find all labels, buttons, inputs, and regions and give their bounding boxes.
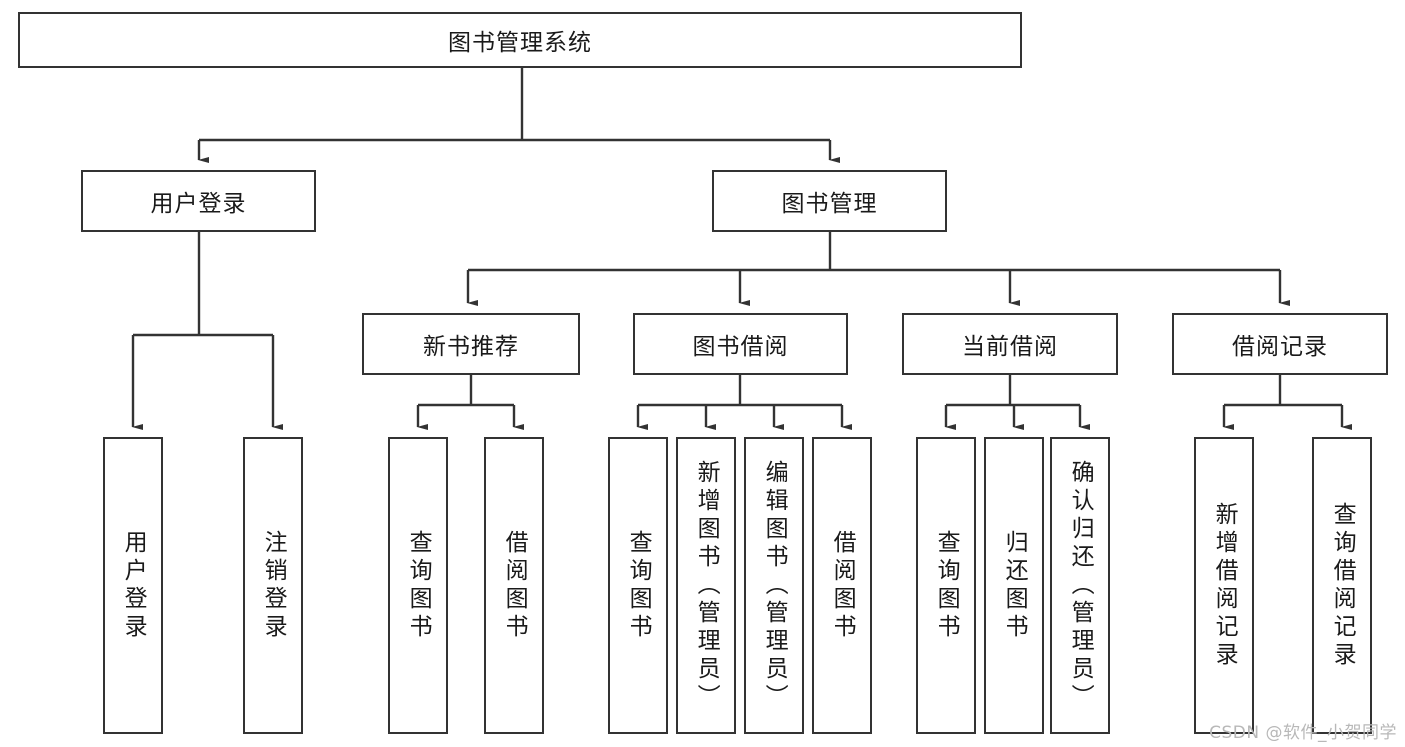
node-label: 借阅图书 xyxy=(501,529,528,642)
leaf-add-borrow-record[interactable]: 新增借阅记录 xyxy=(1194,437,1254,734)
node-root[interactable]: 图书管理系统 xyxy=(18,12,1022,68)
node-book-borrow[interactable]: 图书借阅 xyxy=(633,313,848,375)
leaf-query-book-current[interactable]: 查询图书 xyxy=(916,437,976,734)
node-user-login[interactable]: 用户登录 xyxy=(81,170,316,232)
node-label: 用户登录 xyxy=(150,191,247,217)
node-label: 查询图书 xyxy=(405,529,432,642)
leaf-add-book-admin[interactable]: 新增图书（管理员） xyxy=(676,437,736,734)
leaf-edit-book-admin[interactable]: 编辑图书（管理员） xyxy=(744,437,804,734)
leaf-query-book-borrow[interactable]: 查询图书 xyxy=(608,437,668,734)
leaf-logout[interactable]: 注销登录 xyxy=(243,437,303,734)
node-label: 确认归还（管理员） xyxy=(1067,459,1094,712)
node-label: 新增借阅记录 xyxy=(1211,501,1238,670)
node-label: 查询图书 xyxy=(625,529,652,642)
node-new-book-recommend[interactable]: 新书推荐 xyxy=(362,313,580,375)
node-label: 用户登录 xyxy=(120,529,147,642)
node-label: 当前借阅 xyxy=(962,334,1058,360)
watermark: CSDN @软件_小贺同学 xyxy=(1209,723,1397,743)
leaf-confirm-return-admin[interactable]: 确认归还（管理员） xyxy=(1050,437,1110,734)
node-current-borrow[interactable]: 当前借阅 xyxy=(902,313,1118,375)
leaf-borrow-book[interactable]: 借阅图书 xyxy=(812,437,872,734)
leaf-return-book[interactable]: 归还图书 xyxy=(984,437,1044,734)
node-label: 借阅图书 xyxy=(829,529,856,642)
node-label: 图书借阅 xyxy=(692,334,789,360)
node-label: 编辑图书（管理员） xyxy=(761,459,788,712)
node-borrow-record[interactable]: 借阅记录 xyxy=(1172,313,1388,375)
node-label: 归还图书 xyxy=(1001,529,1028,642)
node-label: 图书管理系统 xyxy=(448,30,592,56)
node-label: 借阅记录 xyxy=(1232,334,1328,360)
node-label: 查询图书 xyxy=(933,529,960,642)
leaf-user-login[interactable]: 用户登录 xyxy=(103,437,163,734)
node-label: 查询借阅记录 xyxy=(1329,501,1356,670)
leaf-query-borrow-record[interactable]: 查询借阅记录 xyxy=(1312,437,1372,734)
node-label: 新书推荐 xyxy=(423,334,519,360)
node-label: 新增图书（管理员） xyxy=(693,459,720,712)
leaf-query-book-recommend[interactable]: 查询图书 xyxy=(388,437,448,734)
node-label: 注销登录 xyxy=(260,529,287,642)
leaf-borrow-book-recommend[interactable]: 借阅图书 xyxy=(484,437,544,734)
node-book-management[interactable]: 图书管理 xyxy=(712,170,947,232)
node-label: 图书管理 xyxy=(781,191,878,217)
